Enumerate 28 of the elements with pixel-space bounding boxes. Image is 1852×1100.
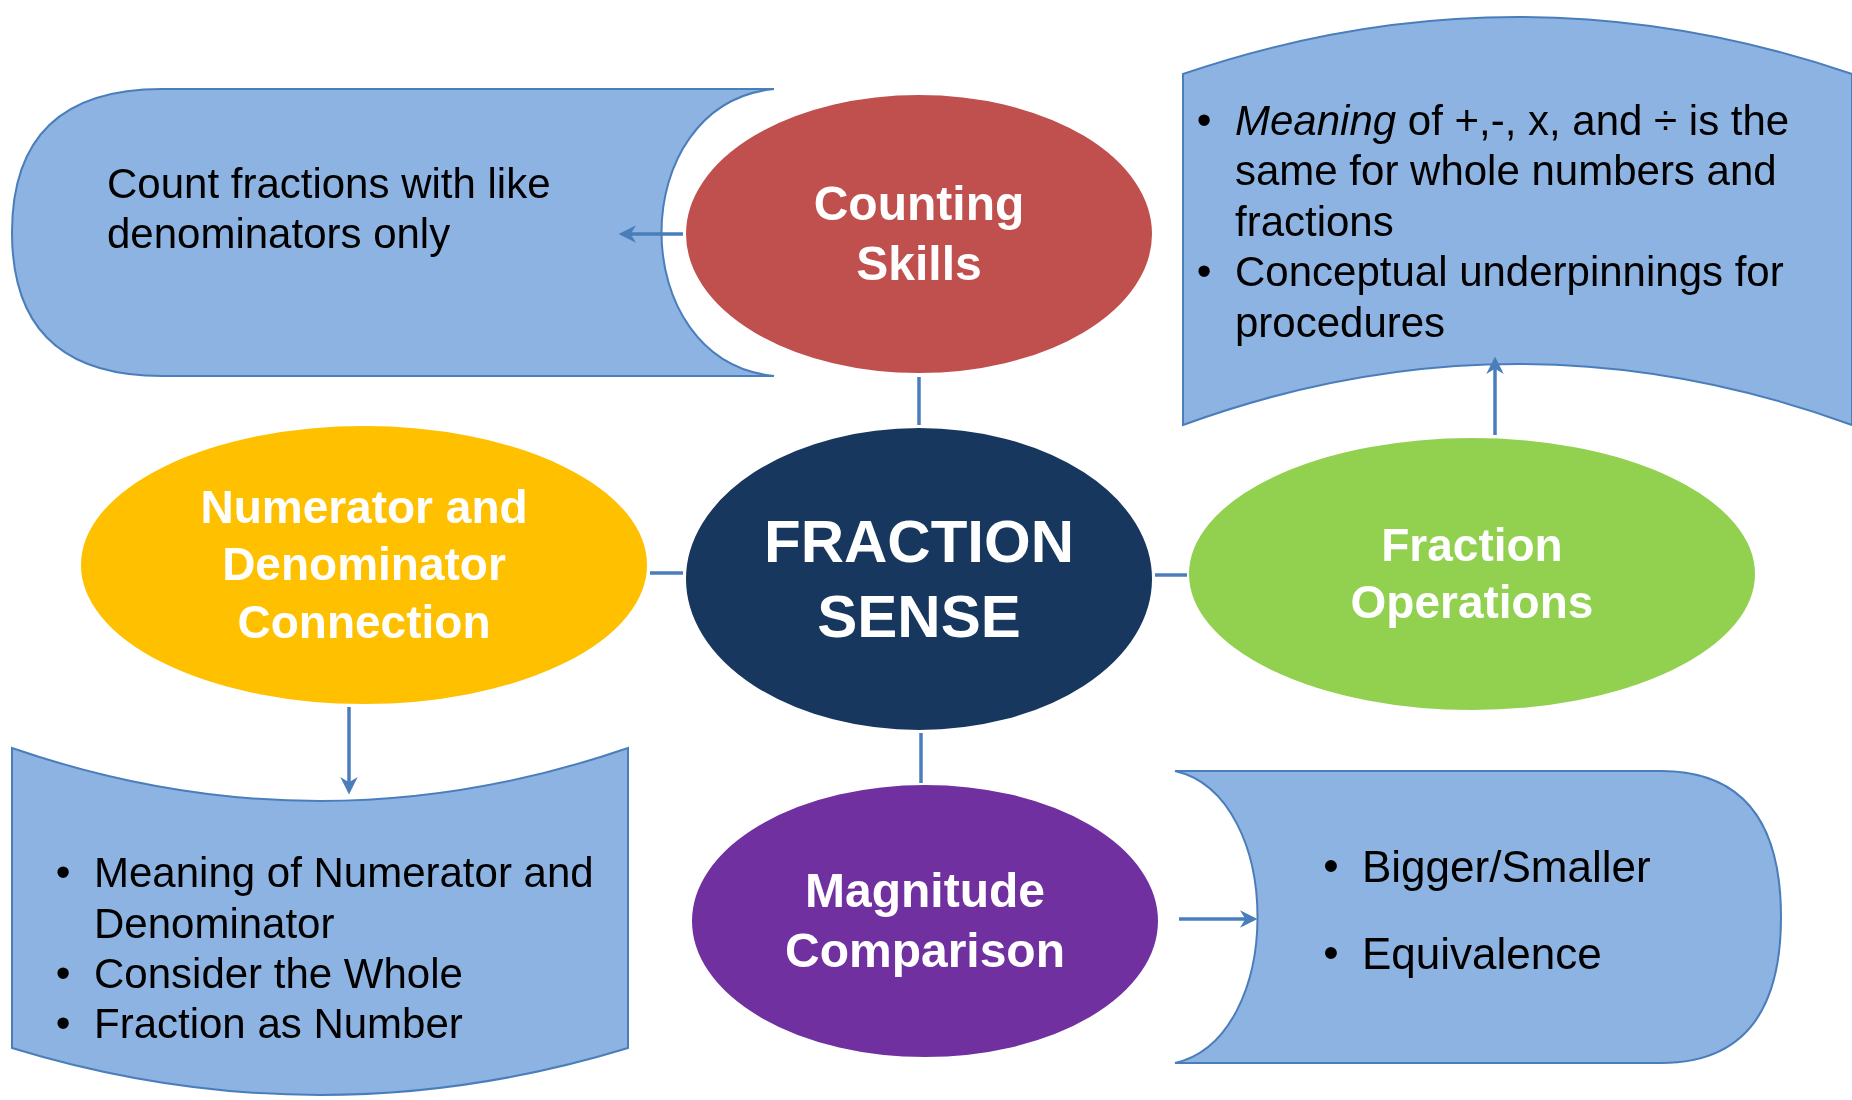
connector-line <box>1155 573 1187 577</box>
arrow <box>340 707 358 795</box>
bullet-text: Conceptual underpinnings for procedures <box>1235 247 1785 348</box>
bullet-mark: • <box>54 999 72 1048</box>
arrow <box>1486 356 1504 435</box>
bullet-text: Meaning of +,-, x, and ÷ is the same for whole numbers and fractions <box>1235 96 1791 247</box>
bullet-text: Meaning of Numerator and Denominator <box>94 848 595 949</box>
arrow <box>618 225 683 243</box>
node-title: Numerator and Denominator Connection <box>199 479 529 650</box>
node-title: FRACTION SENSE <box>763 507 1075 652</box>
bullet-mark: • <box>1322 841 1340 892</box>
node-title: Counting Skills <box>812 176 1026 292</box>
bullet-text: Bigger/Smaller <box>1362 841 1652 894</box>
arrow <box>1179 910 1258 928</box>
bullet-mark: • <box>1195 247 1213 296</box>
note-text: Count fractions with like denominators only <box>107 158 552 259</box>
node-title: Magnitude Comparison <box>783 863 1066 979</box>
connector-line <box>919 733 923 783</box>
bullet-mark: • <box>54 848 72 897</box>
node-title: Fraction Operations <box>1349 517 1595 630</box>
bullet-text: Equivalence <box>1362 928 1603 980</box>
bullet-text: Consider the Whole <box>94 949 464 999</box>
bullet-text: Fraction as Number <box>94 999 464 1050</box>
bullet-mark: • <box>54 949 72 997</box>
connector-line <box>917 377 921 425</box>
connector-line <box>650 571 683 575</box>
bullet-mark: • <box>1195 96 1213 144</box>
bullet-mark: • <box>1322 928 1340 978</box>
